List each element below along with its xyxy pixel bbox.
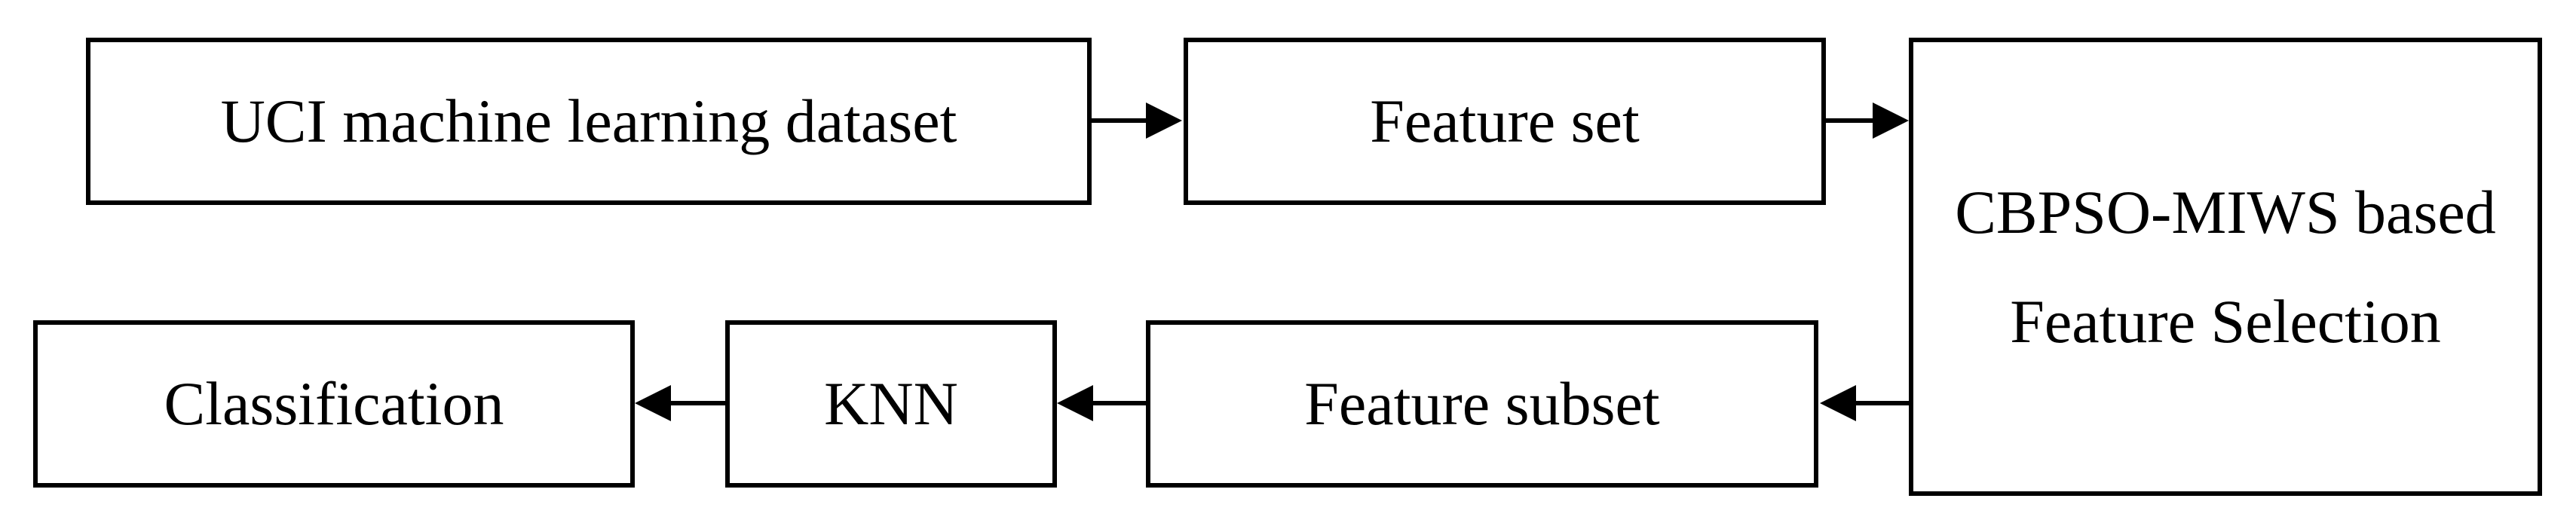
node-uci-dataset-label: UCI machine learning dataset xyxy=(220,86,957,155)
node-feature-set-label: Feature set xyxy=(1370,86,1640,155)
arrow-cbpso-to-feature-subset xyxy=(1820,385,1909,421)
node-feature-subset: Feature subset xyxy=(1146,320,1818,488)
node-classification-label: Classification xyxy=(164,368,504,438)
arrow-knn-to-classification xyxy=(635,385,725,421)
arrow-feature-set-to-cbpso xyxy=(1826,102,1909,139)
node-cbpso-miws: CBPSO-MIWS based Feature Selection xyxy=(1909,38,2542,496)
node-cbpso-miws-label: CBPSO-MIWS based Feature Selection xyxy=(1955,178,2496,356)
node-classification: Classification xyxy=(33,320,635,488)
node-feature-subset-label: Feature subset xyxy=(1304,368,1660,438)
node-knn-label: KNN xyxy=(824,368,958,438)
arrow-uci-to-feature-set xyxy=(1092,102,1182,139)
node-feature-set: Feature set xyxy=(1184,38,1826,205)
node-uci-dataset: UCI machine learning dataset xyxy=(86,38,1092,205)
arrow-feature-subset-to-knn xyxy=(1057,385,1146,421)
node-knn: KNN xyxy=(725,320,1057,488)
